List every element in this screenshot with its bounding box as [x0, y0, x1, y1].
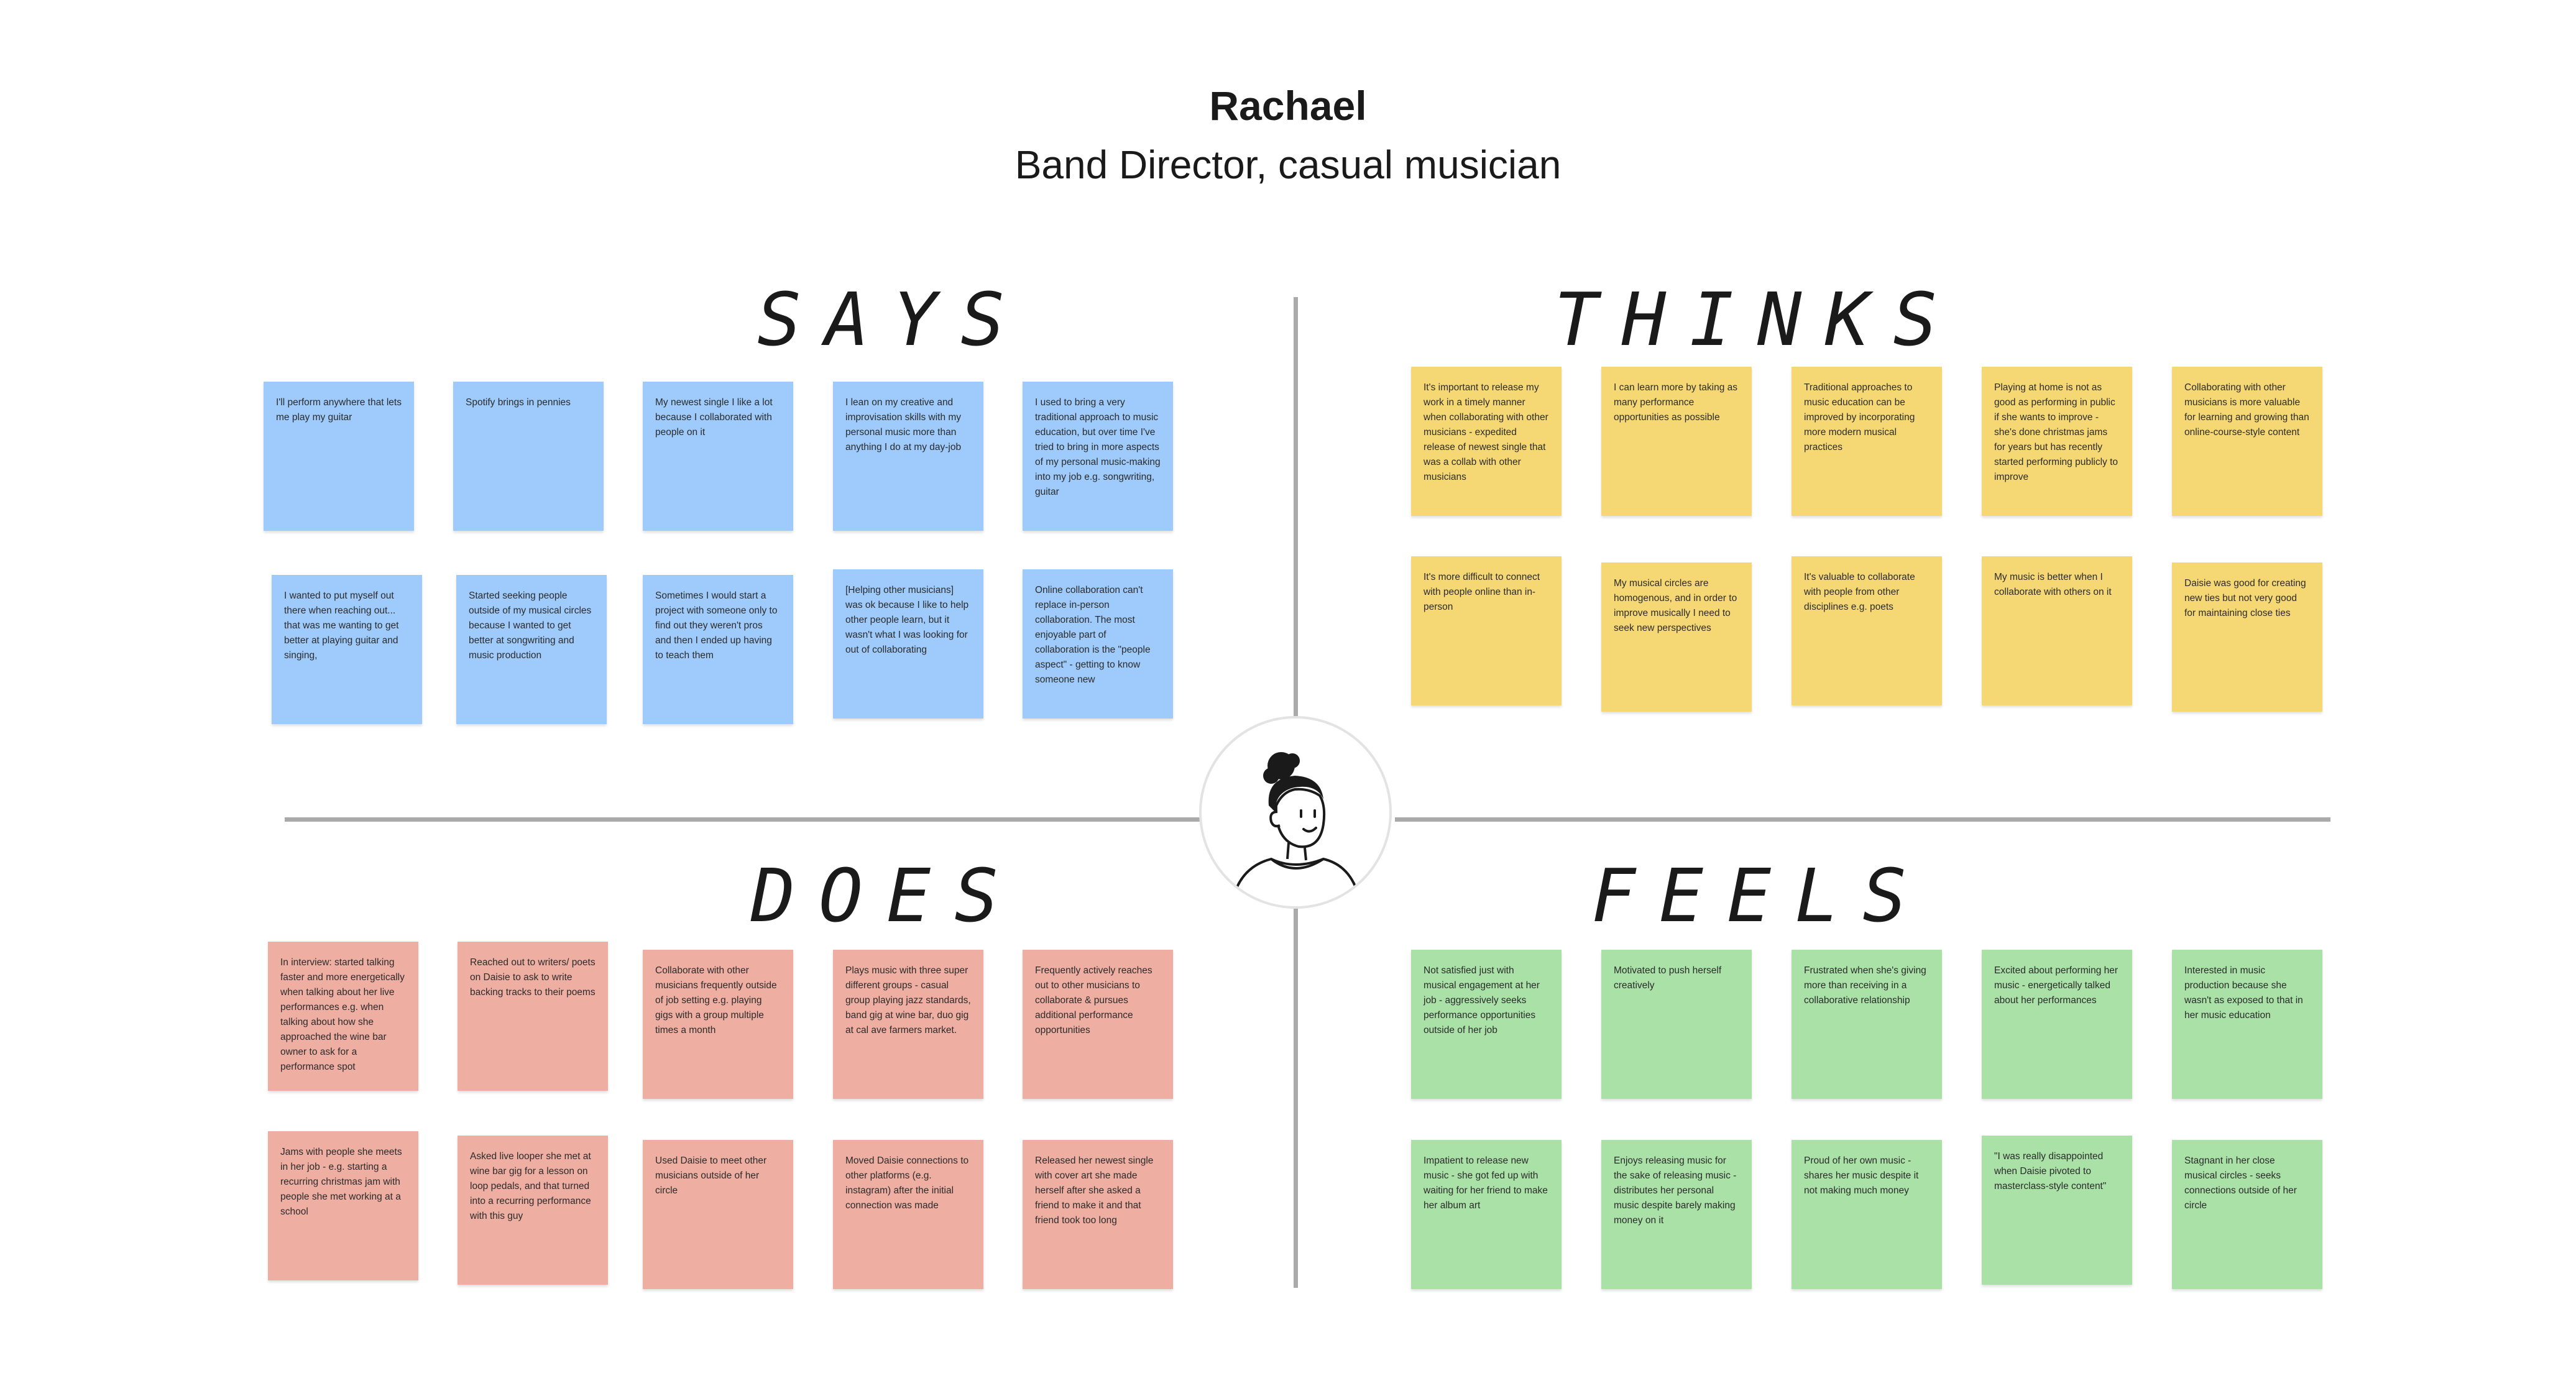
does-note-1: In interview: started talking faster and… — [268, 942, 418, 1091]
does-note-3: Collaborate with other musicians frequen… — [643, 950, 793, 1099]
does-note-6: Jams with people she meets in her job - … — [268, 1131, 418, 1280]
says-note-8: Sometimes I would start a project with s… — [643, 575, 793, 724]
persona-illustration-icon — [1230, 752, 1362, 906]
thinks-note-4: Playing at home is not as good as perfor… — [1982, 367, 2132, 516]
thinks-note-10: Daisie was good for creating new ties bu… — [2172, 563, 2322, 712]
says-note-7: Started seeking people outside of my mus… — [456, 575, 607, 724]
does-note-9: Moved Daisie connections to other platfo… — [833, 1140, 983, 1289]
horizontal-axis-right — [1395, 817, 2330, 822]
says-note-10: Online collaboration can't replace in-pe… — [1023, 569, 1173, 719]
thinks-note-2: I can learn more by taking as many perfo… — [1601, 367, 1752, 516]
thinks-note-1: It's important to release my work in a t… — [1411, 367, 1562, 516]
says-note-1: I'll perform anywhere that lets me play … — [264, 382, 414, 531]
thinks-note-7: My musical circles are homogenous, and i… — [1601, 563, 1752, 712]
persona-name: Rachael — [1209, 83, 1367, 129]
quadrant-heading-feels: FEELS — [1591, 853, 1931, 939]
persona-avatar — [1199, 716, 1392, 909]
persona-role: Band Director, casual musician — [1014, 142, 1562, 187]
says-note-3: My newest single I like a lot because I … — [643, 382, 793, 531]
does-note-7: Asked live looper she met at wine bar gi… — [458, 1136, 608, 1285]
does-note-8: Used Daisie to meet other musicians outs… — [643, 1140, 793, 1289]
does-note-10: Released her newest single with cover ar… — [1023, 1140, 1173, 1289]
horizontal-axis-left — [285, 817, 1200, 822]
feels-note-7: Enjoys releasing music for the sake of r… — [1601, 1140, 1752, 1289]
feels-note-4: Excited about performing her music - ene… — [1982, 950, 2132, 1099]
feels-note-10: Stagnant in her close musical circles - … — [2172, 1140, 2322, 1289]
thinks-note-5: Collaborating with other musicians is mo… — [2172, 367, 2322, 516]
thinks-note-6: It's more difficult to connect with peop… — [1411, 556, 1562, 705]
says-note-4: I lean on my creative and improvisation … — [833, 382, 983, 531]
does-note-5: Frequently actively reaches out to other… — [1023, 950, 1173, 1099]
thinks-note-3: Traditional approaches to music educatio… — [1792, 367, 1942, 516]
does-note-4: Plays music with three super different g… — [833, 950, 983, 1099]
says-note-9: [Helping other musicians] was ok because… — [833, 569, 983, 719]
feels-note-8: Proud of her own music - shares her musi… — [1792, 1140, 1942, 1289]
feels-note-5: Interested in music production because s… — [2172, 950, 2322, 1099]
thinks-note-9: My music is better when I collaborate wi… — [1982, 556, 2132, 705]
feels-note-1: Not satisfied just with musical engageme… — [1411, 950, 1562, 1099]
quadrant-heading-does: DOES — [751, 853, 1023, 939]
says-note-6: I wanted to put myself out there when re… — [272, 575, 422, 724]
does-note-2: Reached out to writers/ poets on Daisie … — [458, 942, 608, 1091]
feels-note-9: "I was really disappointed when Daisie p… — [1982, 1136, 2132, 1285]
quadrant-heading-thinks: THINKS — [1554, 277, 1961, 362]
feels-note-3: Frustrated when she's giving more than r… — [1792, 950, 1942, 1099]
says-note-5: I used to bring a very traditional appro… — [1023, 382, 1173, 531]
quadrant-heading-says: SAYS — [757, 277, 1029, 362]
says-note-2: Spotify brings in pennies — [453, 382, 604, 531]
thinks-note-8: It's valuable to collaborate with people… — [1792, 556, 1942, 705]
feels-note-2: Motivated to push herself creatively — [1601, 950, 1752, 1099]
feels-note-6: Impatient to release new music - she got… — [1411, 1140, 1562, 1289]
